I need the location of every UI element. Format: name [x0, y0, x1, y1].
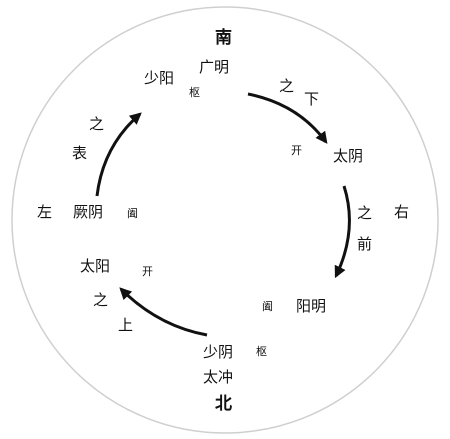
- taiyang-role-label: 开: [142, 265, 153, 278]
- north-label: 北: [215, 394, 232, 414]
- zhi-biao-biao: 表: [72, 144, 88, 162]
- guangming-label: 广明: [199, 58, 230, 76]
- arrow-top-right: [247, 92, 328, 144]
- zhi-qian-zhi: 之: [357, 204, 373, 222]
- south-label: 南: [215, 28, 232, 48]
- arrow-left: [95, 112, 142, 197]
- arrow-bottom-left: [119, 287, 208, 337]
- zhi-shang-zhi: 之: [93, 291, 109, 309]
- right-label: 右: [394, 203, 410, 221]
- zhi-xia-xia: 下: [304, 90, 320, 108]
- shaoyang-role-label: 枢: [189, 86, 200, 99]
- shaoyang-label: 少阳: [144, 69, 175, 87]
- yangming-role-label: 阖: [262, 300, 273, 313]
- taiyin-role-label: 开: [291, 144, 302, 157]
- taiyang-label: 太阳: [80, 257, 111, 275]
- zhi-shang-shang: 上: [118, 316, 134, 334]
- outer-circle: [11, 6, 439, 434]
- jueyin-role-label: 阖: [127, 207, 138, 220]
- zhi-qian-qian: 前: [357, 235, 373, 253]
- zhi-biao-zhi: 之: [89, 115, 105, 133]
- shaoyin-label: 少阴: [203, 343, 234, 361]
- zhi-xia-zhi: 之: [279, 77, 295, 95]
- taichong-label: 太冲: [203, 368, 234, 386]
- shaoyin-role-label: 枢: [256, 345, 267, 358]
- left-label: 左: [37, 203, 53, 221]
- yangming-label: 阳明: [296, 297, 327, 315]
- arrow-right: [334, 185, 351, 279]
- jueyin-label: 厥阴: [73, 203, 104, 221]
- taiyin-label: 太阴: [333, 147, 364, 165]
